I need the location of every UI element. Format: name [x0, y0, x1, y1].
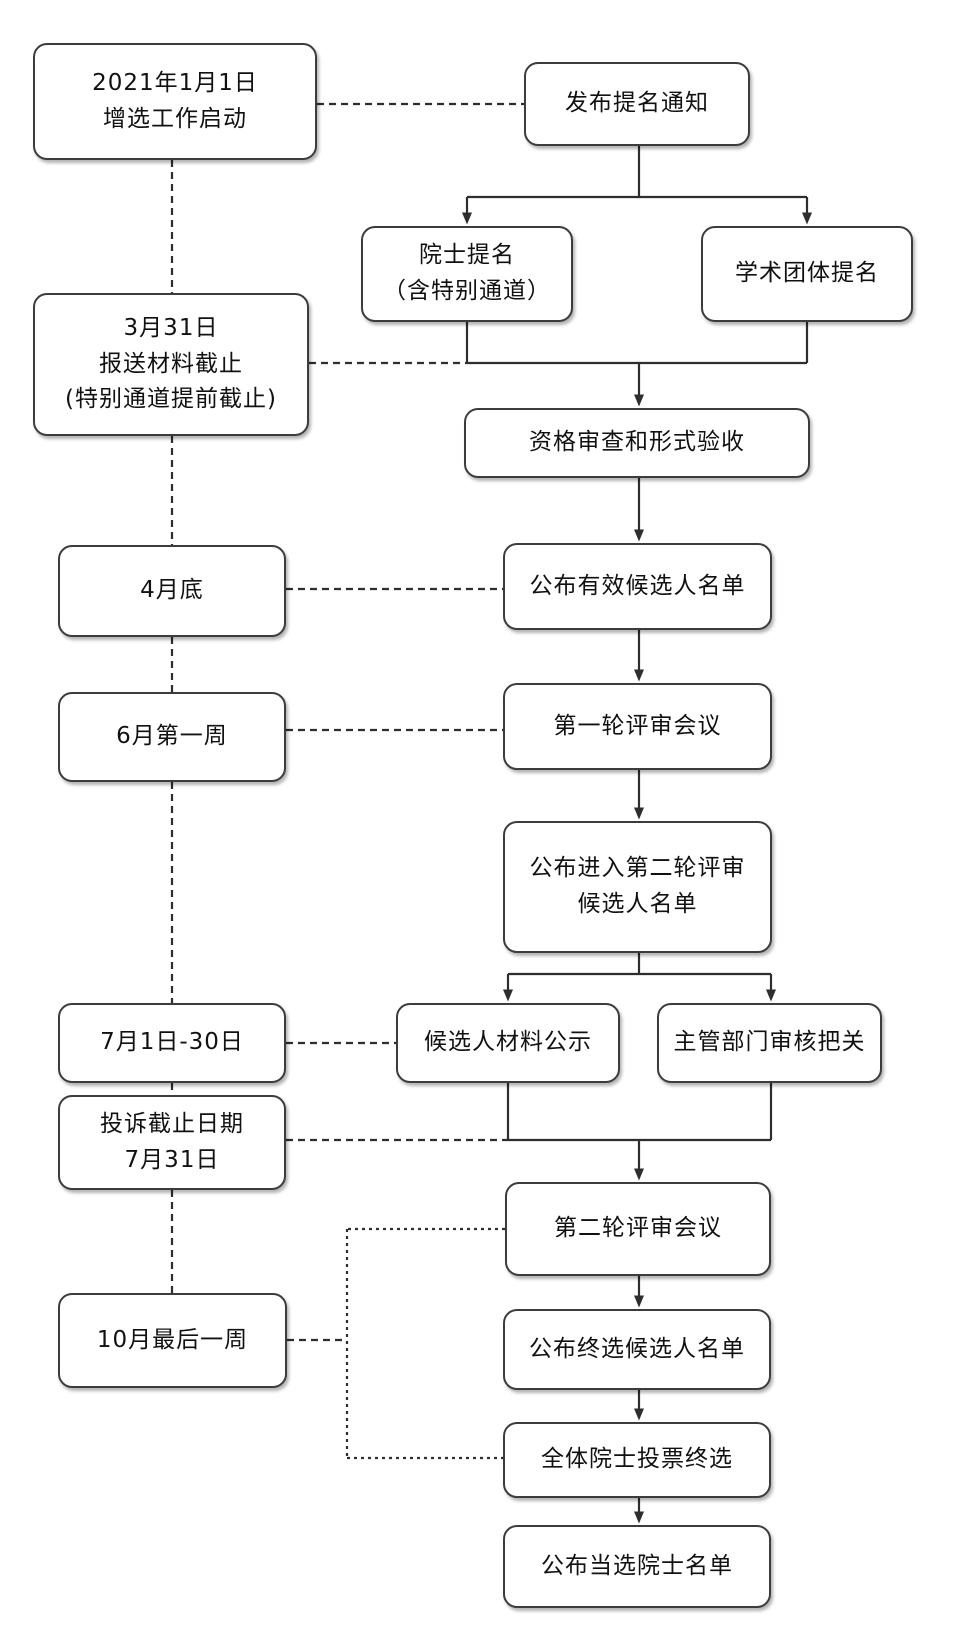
process-box-valid-candidates-announcement: 公布有效候选人名单: [503, 543, 772, 630]
process-box-academician-nomination: 院士提名 （含特别通道）: [361, 226, 573, 322]
process-box-supervising-authorities-review: 主管部门审核把关: [657, 1003, 882, 1083]
timeline-box-start-date: 2021年1月1日 增选工作启动: [33, 43, 317, 160]
timeline-box-first-week-of-june: 6月第一周: [58, 692, 286, 782]
timeline-box-last-week-of-october: 10月最后一周: [58, 1293, 287, 1388]
label-line: 候选人名单: [577, 891, 698, 917]
process-box-second-round-review-meeting: 第二轮评审会议: [505, 1182, 771, 1276]
label-line: 学术团体提名: [735, 260, 879, 287]
label-line: 报送材料截止: [99, 350, 243, 377]
label-line: 公布进入第二轮评审: [529, 855, 746, 882]
label-line: 7月1日-30日: [100, 1029, 244, 1056]
label-line: （含特别通道）: [383, 278, 551, 304]
label-line: 全体院士投票终选: [541, 1446, 733, 1473]
label-line: 第一轮评审会议: [553, 712, 722, 739]
timeline-box-end-of-april: 4月底: [58, 545, 286, 637]
process-box-first-round-review-meeting: 第一轮评审会议: [503, 683, 772, 770]
label-line: 公布终选候选人名单: [529, 1335, 745, 1362]
label-line: (特别通道提前截止): [65, 386, 277, 413]
label-line: 2021年1月1日: [92, 69, 258, 96]
label-line: 增选工作启动: [103, 105, 247, 132]
label-line: 投诉截止日期: [100, 1110, 244, 1137]
process-box-second-round-candidates-announcement: 公布进入第二轮评审 候选人名单: [503, 821, 772, 953]
label-line: 主管部门审核把关: [673, 1029, 866, 1056]
process-box-qualification-and-format-review: 资格审查和形式验收: [464, 408, 810, 478]
timeline-box-july-1-to-30: 7月1日-30日: [58, 1003, 286, 1083]
process-box-final-candidates-announcement: 公布终选候选人名单: [503, 1309, 771, 1390]
process-box-academic-society-nomination: 学术团体提名: [701, 226, 913, 322]
label-line: 3月31日: [123, 315, 219, 342]
label-line: 资格审查和形式验收: [529, 429, 745, 456]
timeline-box-material-deadline: 3月31日 报送材料截止 (特别通道提前截止): [33, 293, 309, 436]
dashed-connectors: [286, 102, 524, 1342]
label-line: 第二轮评审会议: [554, 1215, 722, 1242]
label-line: 发布提名通知: [565, 90, 709, 117]
label-line: 公布有效候选人名单: [529, 572, 746, 599]
process-box-all-academicians-final-vote: 全体院士投票终选: [503, 1422, 771, 1498]
label-line: 院士提名: [419, 242, 515, 269]
solid-connectors: [462, 146, 812, 1524]
timeline-box-complaint-deadline: 投诉截止日期 7月31日: [58, 1095, 286, 1190]
label-line: 7月31日: [124, 1146, 220, 1173]
label-line: 6月第一周: [116, 723, 228, 750]
process-box-candidate-materials-publicity: 候选人材料公示: [396, 1003, 620, 1083]
label-line: 10月最后一周: [96, 1326, 249, 1353]
label-line: 候选人材料公示: [424, 1029, 592, 1056]
label-line: 4月底: [140, 577, 204, 604]
october-dotted-path: [345, 1227, 505, 1460]
label-line: 公布当选院士名单: [541, 1552, 733, 1579]
process-box-elected-academicians-announcement: 公布当选院士名单: [503, 1525, 771, 1608]
process-box-publish-nomination-notice: 发布提名通知: [524, 62, 750, 146]
